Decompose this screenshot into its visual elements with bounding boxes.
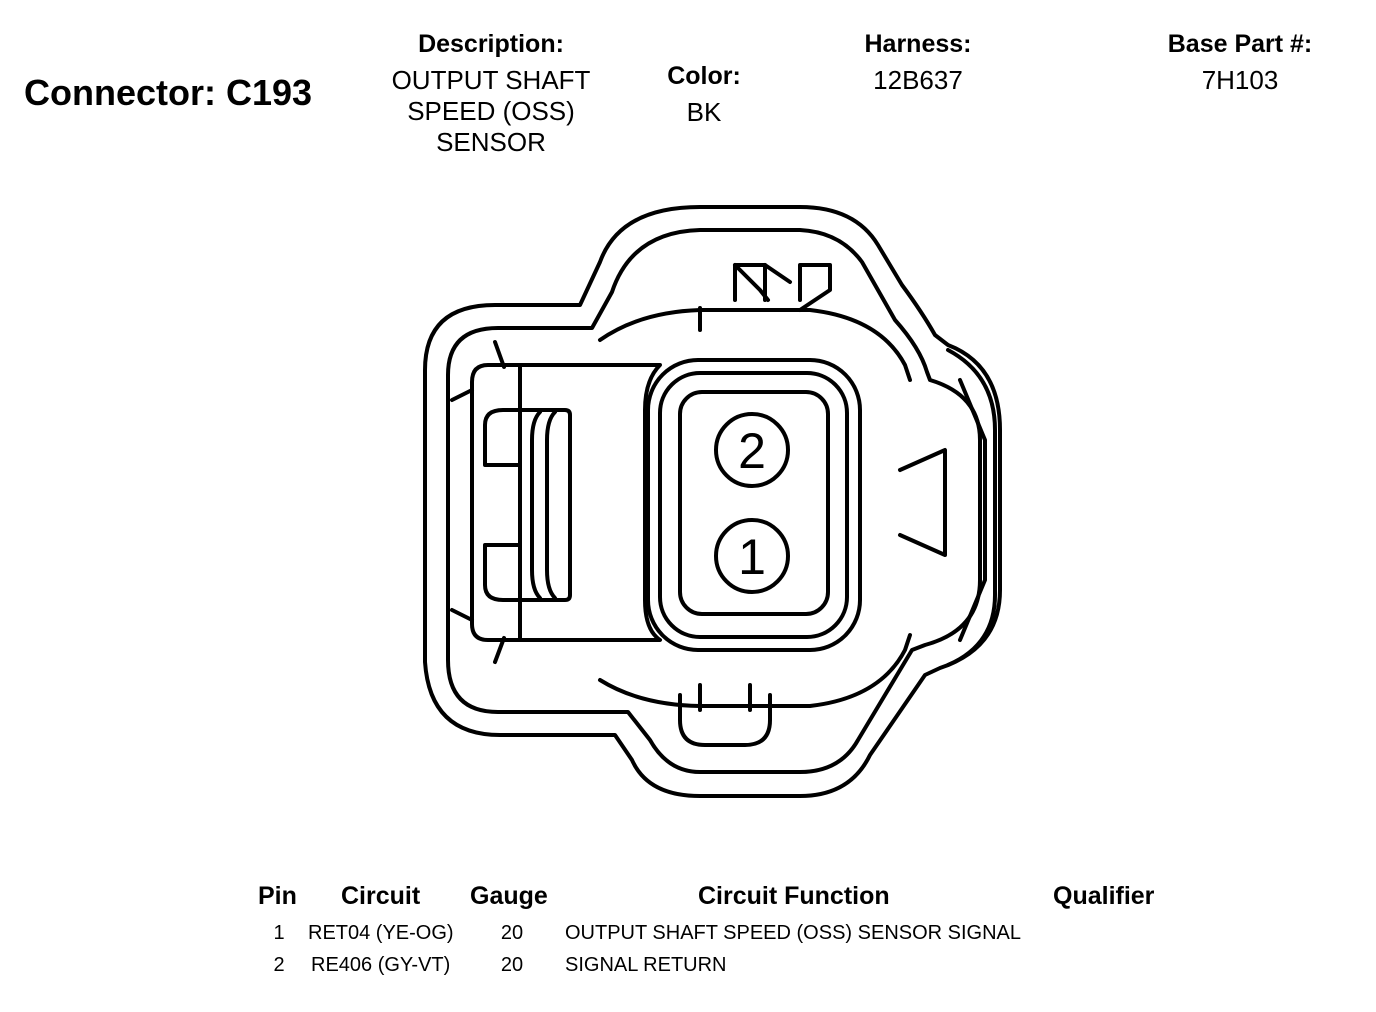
pin-cavity-middle (658, 371, 849, 639)
base-part-block: Base Part #: 7H103 (1130, 30, 1350, 96)
row-circuit: RET04 (YE-OG) (308, 922, 454, 944)
terminal-housing (470, 363, 662, 642)
pin-1-circle (714, 518, 790, 594)
description-line: SENSOR (436, 127, 546, 157)
table-header-circuit: Circuit (341, 882, 421, 910)
row-gauge: 20 (500, 922, 524, 944)
row-function: SIGNAL RETURN (565, 954, 727, 976)
pin-1-label: 1 (738, 529, 766, 585)
table-header-function: Circuit Function (698, 882, 890, 910)
harness-label: Harness: (864, 30, 972, 58)
harness-block: Harness: 12B637 (820, 30, 1016, 96)
row-function: OUTPUT SHAFT SPEED (OSS) SENSOR SIGNAL (565, 922, 1022, 944)
connector-face-diagram: 2 1 (423, 205, 1002, 798)
description-block: Description: OUTPUT SHAFT SPEED (OSS) SE… (360, 30, 622, 158)
base-part-label: Base Part #: (1167, 30, 1313, 58)
row-gauge: 20 (500, 954, 524, 976)
connector-cavity-ring (598, 308, 912, 708)
connector-outer-shell (423, 205, 1002, 798)
table-header-qualifier: Qualifier (1053, 882, 1155, 910)
pin-cavity-outer (646, 358, 862, 652)
connector-title: Connector: C193 (24, 72, 313, 113)
connector-side-flange-inner (958, 378, 987, 642)
connector-bottom-tab (678, 683, 772, 747)
row-circuit: RE406 (GY-VT) (311, 954, 451, 976)
pin-2-circle (714, 412, 790, 488)
terminal-housing-edge (450, 340, 506, 664)
table-header-pin: Pin (258, 882, 297, 910)
description-line: OUTPUT SHAFT (391, 65, 591, 95)
base-part-value: 7H103 (1201, 65, 1279, 95)
description-label: Description: (418, 30, 564, 58)
row-pin: 2 (273, 954, 285, 976)
connector-side-flange (946, 348, 997, 667)
connector-top-tab-outline (733, 263, 792, 302)
pin-2-label: 2 (738, 423, 766, 479)
row-pin: 1 (273, 922, 285, 944)
table-header-gauge: Gauge (470, 882, 548, 910)
pin-cavity-inner (678, 390, 830, 616)
color-value: BK (686, 97, 722, 127)
description-line: SPEED (OSS) (407, 96, 575, 126)
color-label: Color: (667, 62, 741, 90)
latch-ribs (483, 408, 572, 602)
connector-inner-shell (446, 228, 982, 774)
color-block: Color: BK (640, 62, 768, 128)
description-value: OUTPUT SHAFT SPEED (OSS) SENSOR (360, 65, 622, 158)
connector-right-latch (898, 448, 947, 557)
harness-value: 12B637 (873, 65, 963, 95)
